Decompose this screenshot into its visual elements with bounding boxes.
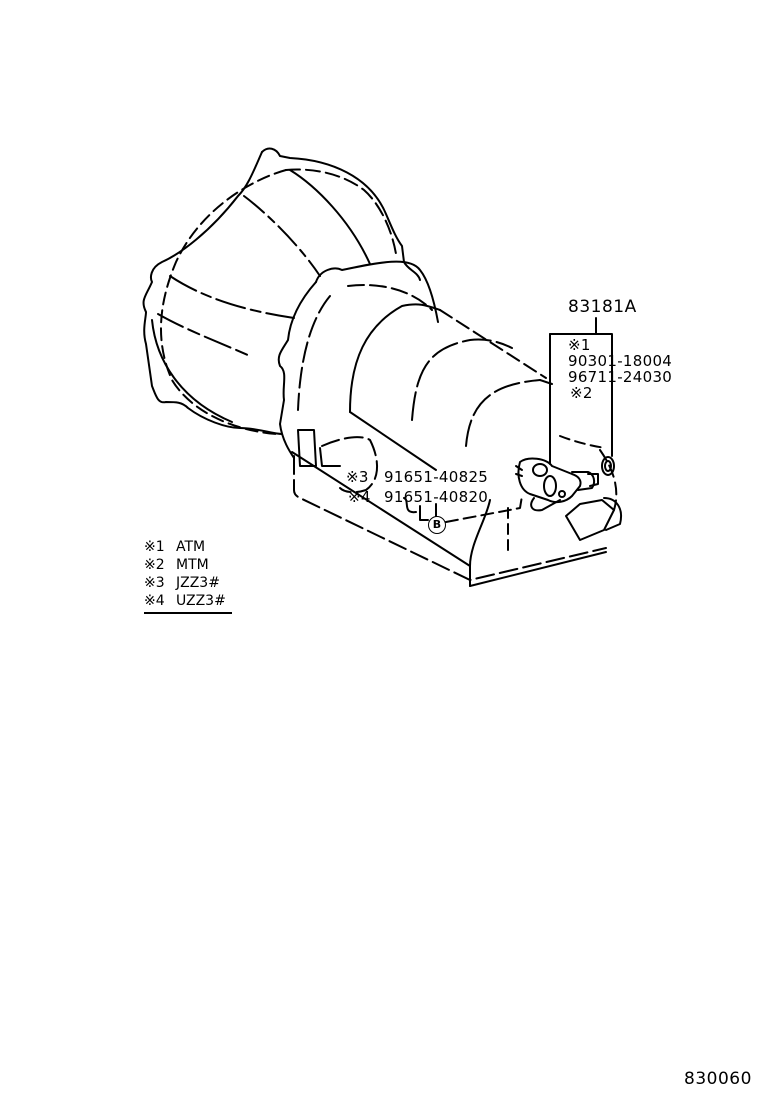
legend-row: ※3 JZZ3# [144,574,236,592]
legend-meaning: ATM [176,539,206,555]
atm-part-number-1: 90301-18004 [568,352,673,370]
legend-meaning: MTM [176,557,209,573]
legend-row: ※1 ATM [144,538,236,556]
legend-meaning: UZZ3# [176,593,226,609]
legend-meaning: JZZ3# [176,575,220,591]
bell-housing [142,147,421,435]
atm-note-mark: ※1 [568,336,591,354]
uzz3-note-mark: ※4 [348,488,371,506]
part-group-label: 83181A [568,297,637,317]
legend-mark: ※4 [144,593,165,609]
speed-sensor [515,456,615,512]
uzz3-part-number: 91651-40820 [384,488,489,506]
figure-number: 830060 [684,1069,752,1089]
legend-mark: ※1 [144,539,165,555]
leader-lines [403,317,613,523]
legend-underline [144,612,232,614]
legend: ※1 ATM ※2 MTM ※3 JZZ3# ※4 UZZ3# [144,538,236,614]
jzz3-part-number: 91651-40825 [384,468,489,486]
atm-part-number-2: 96711-24030 [568,368,673,386]
legend-mark: ※3 [144,575,165,591]
transmission-case [277,260,622,587]
legend-mark: ※2 [144,557,165,573]
legend-row: ※2 MTM [144,556,236,574]
legend-row: ※4 UZZ3# [144,592,236,610]
bolt-ref-circle: B [428,516,446,534]
jzz3-note-mark: ※3 [346,468,369,486]
mtm-note-mark: ※2 [570,384,593,402]
